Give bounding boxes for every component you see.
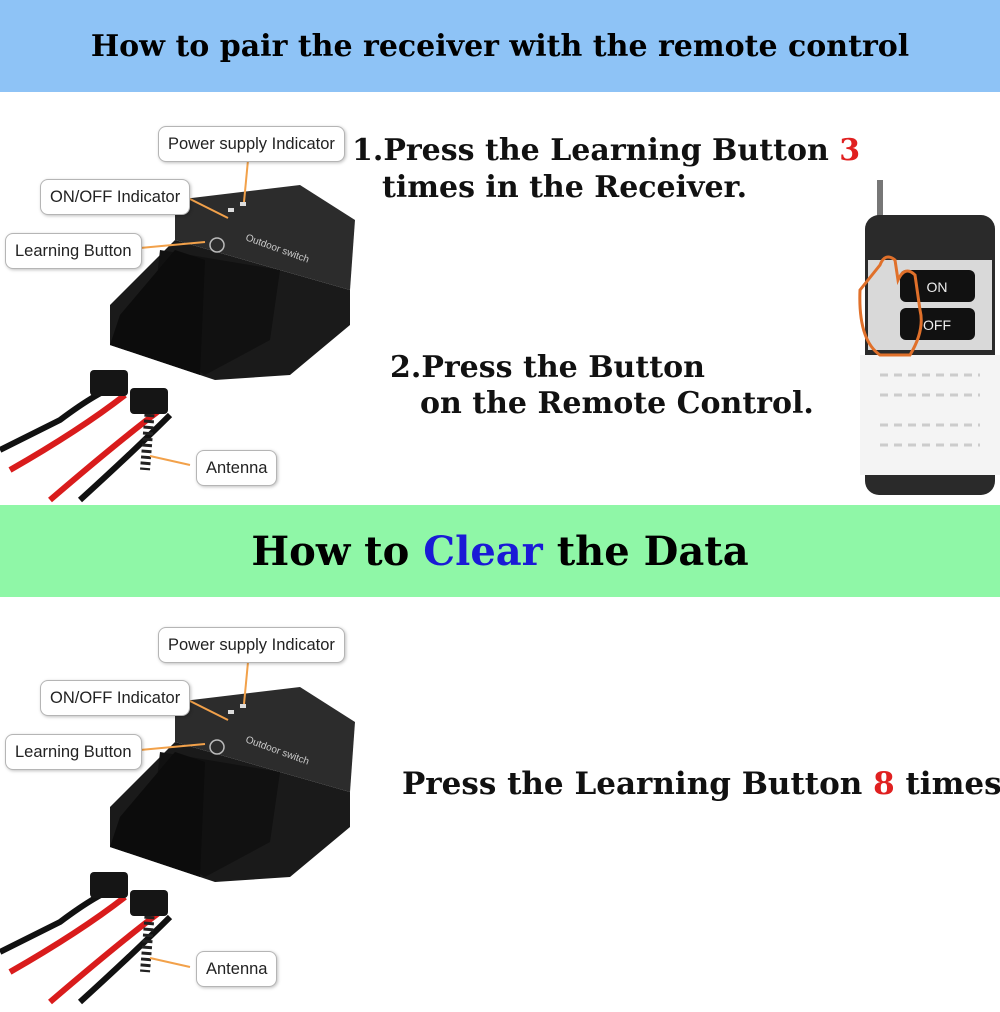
step-2-line-2: on the Remote Control. [420,386,814,421]
step-1-line-2: times in the Receiver. [382,170,748,205]
power-supply-indicator-label: Power supply Indicator [158,126,345,162]
receiver-box: Outdoor switch [90,687,355,916]
clear-instruction: Press the Learning Button 8 times [402,766,1000,802]
clear-count: 8 [873,766,895,802]
remote-off-text: OFF [923,317,951,333]
receiver-device-image: Outdoor switch [0,159,355,503]
receiver-device-image-2: Outdoor switch [0,661,355,1005]
remote-grip-pattern [880,373,980,447]
learning-button-label-2: Learning Button [5,734,142,770]
remote-control-image: ON OFF [858,180,1000,495]
clear-title: How to Clear the Data [251,527,749,575]
clear-title-banner: How to Clear the Data [0,505,1000,597]
learning-button-label: Learning Button [5,233,142,269]
on-off-indicator-label: ON/OFF Indicator [40,179,191,215]
step-1-count: 3 [839,133,861,168]
callout-arrows [139,661,249,968]
step-2-line-1: 2.Press the Button [390,350,705,385]
power-supply-indicator-label-2: Power supply Indicator [158,627,345,663]
antenna-label-2: Antenna [196,951,278,987]
on-off-indicator-label-2: ON/OFF Indicator [40,680,191,716]
step-1-line-1: 1.Press the Learning Button 3 [352,133,861,168]
clear-title-highlight: Clear [423,527,543,575]
pairing-title-banner: How to pair the receiver with the remote… [0,0,1000,92]
callout-arrows [139,159,249,466]
antenna-label: Antenna [196,450,278,486]
wires [0,884,173,1005]
hand-press-icon [858,255,923,357]
pairing-title: How to pair the receiver with the remote… [90,28,910,64]
receiver-box: Outdoor switch [90,185,355,414]
remote-on-text: ON [927,279,948,295]
